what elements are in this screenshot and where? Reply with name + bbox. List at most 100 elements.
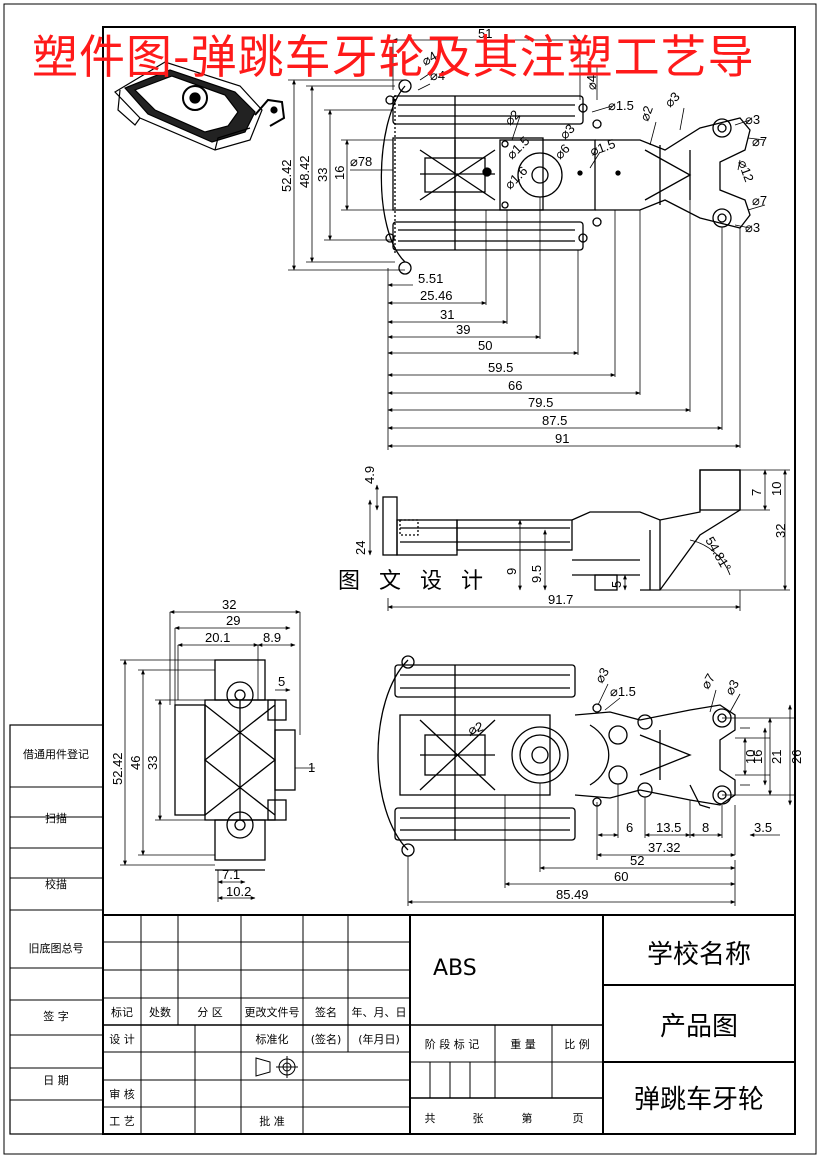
title-block: ABS 学校名称 产品图 弹跳车牙轮 标记 处数 分 区 更改文件号 签名 年、… — [103, 914, 795, 1134]
bottom-dim-dia3b: ⌀3 — [722, 677, 743, 698]
end-dim-8-9: 8.9 — [263, 630, 281, 645]
margin-label-1: 扫描 — [45, 811, 67, 825]
end-view-dimensions — [120, 610, 315, 902]
dim-dia4b: ⌀4 — [430, 68, 445, 83]
bottom-dim-dia2: ⌀2 — [466, 719, 485, 738]
design-label: 设 计 — [109, 1033, 135, 1046]
bottom-dim-85-49: 85.49 — [556, 887, 589, 902]
bottom-dim-60: 60 — [614, 869, 628, 884]
watermark-text: 图 文 设 计 — [338, 569, 489, 594]
side-view-dimensions — [368, 469, 790, 611]
approve-label: 批 准 — [259, 1114, 285, 1128]
dim-5-51: 5.51 — [418, 271, 443, 286]
end-dim-29: 29 — [226, 613, 240, 628]
header-count: 处数 — [149, 1006, 171, 1019]
dim-31: 31 — [440, 307, 454, 322]
dim-9-5: 9.5 — [529, 565, 544, 583]
dim-91-7: 91.7 — [548, 592, 573, 607]
end-dim-5: 5 — [278, 674, 285, 689]
side-view-labels: 4.9 24 9 9.5 5 91.7 7 10 32 54.81° 图 文 设… — [338, 466, 788, 607]
drawing-border — [102, 26, 796, 1135]
end-dim-10-2: 10.2 — [226, 884, 251, 899]
dim-dia1-5b: ⌀1.5 — [588, 136, 617, 159]
dim-5: 5 — [609, 581, 624, 588]
end-dim-46: 46 — [128, 756, 143, 770]
bottom-dim-6: 6 — [626, 820, 633, 835]
projection-symbol — [255, 1056, 298, 1078]
bottom-dim-8: 8 — [702, 820, 709, 835]
page-title: 塑件图-弹跳车牙轮及其注塑工艺导 — [32, 30, 755, 84]
review-label: 审 核 — [109, 1087, 135, 1101]
part-name: 弹跳车牙轮 — [634, 1085, 764, 1115]
left-margin-table: 借通用件登记 扫描 校描 旧底图总号 签 字 日 期 — [9, 724, 104, 1135]
top-view — [380, 79, 751, 275]
margin-label-4: 签 字 — [43, 1009, 69, 1023]
standardize-label: 标准化 — [256, 1032, 289, 1046]
page-label: 页 — [573, 1112, 584, 1125]
header-change-doc: 更改文件号 — [245, 1005, 300, 1019]
drawing-type: 产品图 — [660, 1012, 738, 1042]
dim-25-46: 25.46 — [420, 288, 453, 303]
bottom-dim-52: 52 — [630, 853, 644, 868]
side-view — [382, 469, 741, 591]
bottom-view — [377, 655, 736, 857]
dim-66: 66 — [508, 378, 522, 393]
margin-label-2: 校描 — [45, 877, 67, 891]
dim-16: 16 — [332, 166, 347, 180]
dim-dia78: ⌀78 — [350, 154, 372, 169]
bottom-dim-dia3: ⌀3 — [592, 665, 613, 686]
header-signature: 签名 — [315, 1005, 337, 1019]
bottom-dim-3-5: 3.5 — [754, 820, 772, 835]
bottom-dim-10: 10 — [743, 750, 758, 764]
bottom-dim-dia1-5: ⌀1.5 — [610, 684, 636, 699]
stage-mark-label: 阶 段 标 记 — [425, 1037, 480, 1051]
margin-label-3: 旧底图总号 — [29, 941, 84, 955]
sheet-number-label: 第 — [522, 1111, 533, 1125]
process-label: 工 艺 — [109, 1115, 135, 1128]
scale-label: 比 例 — [564, 1037, 590, 1051]
dim-dia4-vert: ⌀4 — [584, 75, 599, 90]
header-zone: 分 区 — [197, 1006, 223, 1019]
header-date: 年、月、日 — [352, 1005, 407, 1019]
dim-87-5: 87.5 — [542, 413, 567, 428]
bottom-dim-13-5: 13.5 — [656, 820, 681, 835]
margin-label-0: 借通用件登记 — [23, 747, 89, 761]
outer-frame — [3, 3, 817, 1155]
top-view-dimensions — [288, 38, 766, 450]
dim-10: 10 — [769, 482, 784, 496]
dim-dia2b: ⌀2 — [502, 107, 523, 128]
dim-52-42: 52.42 — [279, 159, 294, 192]
dim-9: 9 — [504, 568, 519, 575]
dim-dia3b: ⌀3 — [745, 112, 760, 127]
end-dim-32: 32 — [222, 597, 236, 612]
dim-dia2: ⌀2 — [637, 104, 656, 123]
dim-4-9: 4.9 — [362, 466, 377, 484]
dim-dia1-5a: ⌀1.5 — [608, 98, 634, 113]
dim-dia7b: ⌀7 — [752, 193, 767, 208]
dim-angle: 54.81° — [702, 534, 734, 574]
end-view — [174, 659, 296, 871]
dim-50: 50 — [478, 338, 492, 353]
header-mark: 标记 — [111, 1005, 133, 1019]
bottom-dim-26: 26 — [789, 750, 804, 764]
sheet-unit-label: 张 — [473, 1112, 484, 1125]
dim-79-5: 79.5 — [528, 395, 553, 410]
sheet-total-label: 共 — [425, 1112, 436, 1125]
weight-label: 重 量 — [510, 1037, 536, 1051]
bottom-dim-16: 16 — [750, 750, 765, 764]
dim-24: 24 — [353, 541, 368, 555]
dim-dia7a: ⌀7 — [752, 134, 767, 149]
end-dim-52-42: 52.42 — [110, 752, 125, 785]
dim-dia1-6: ⌀1.6 — [502, 163, 531, 192]
dim-59-5: 59.5 — [488, 360, 513, 375]
margin-label-5: 日 期 — [43, 1074, 69, 1087]
dim-91: 91 — [555, 431, 569, 446]
bottom-view-labels: ⌀3 ⌀1.5 ⌀7 ⌀3 ⌀2 10 16 21 26 6 13.5 8 3.… — [466, 665, 804, 902]
dim-33: 33 — [315, 168, 330, 182]
school-name: 学校名称 — [647, 940, 751, 970]
bottom-dim-dia7: ⌀7 — [698, 671, 719, 692]
end-dim-1: 1 — [308, 760, 315, 775]
dim-48-42: 48.42 — [297, 155, 312, 188]
dim-32: 32 — [773, 524, 788, 538]
